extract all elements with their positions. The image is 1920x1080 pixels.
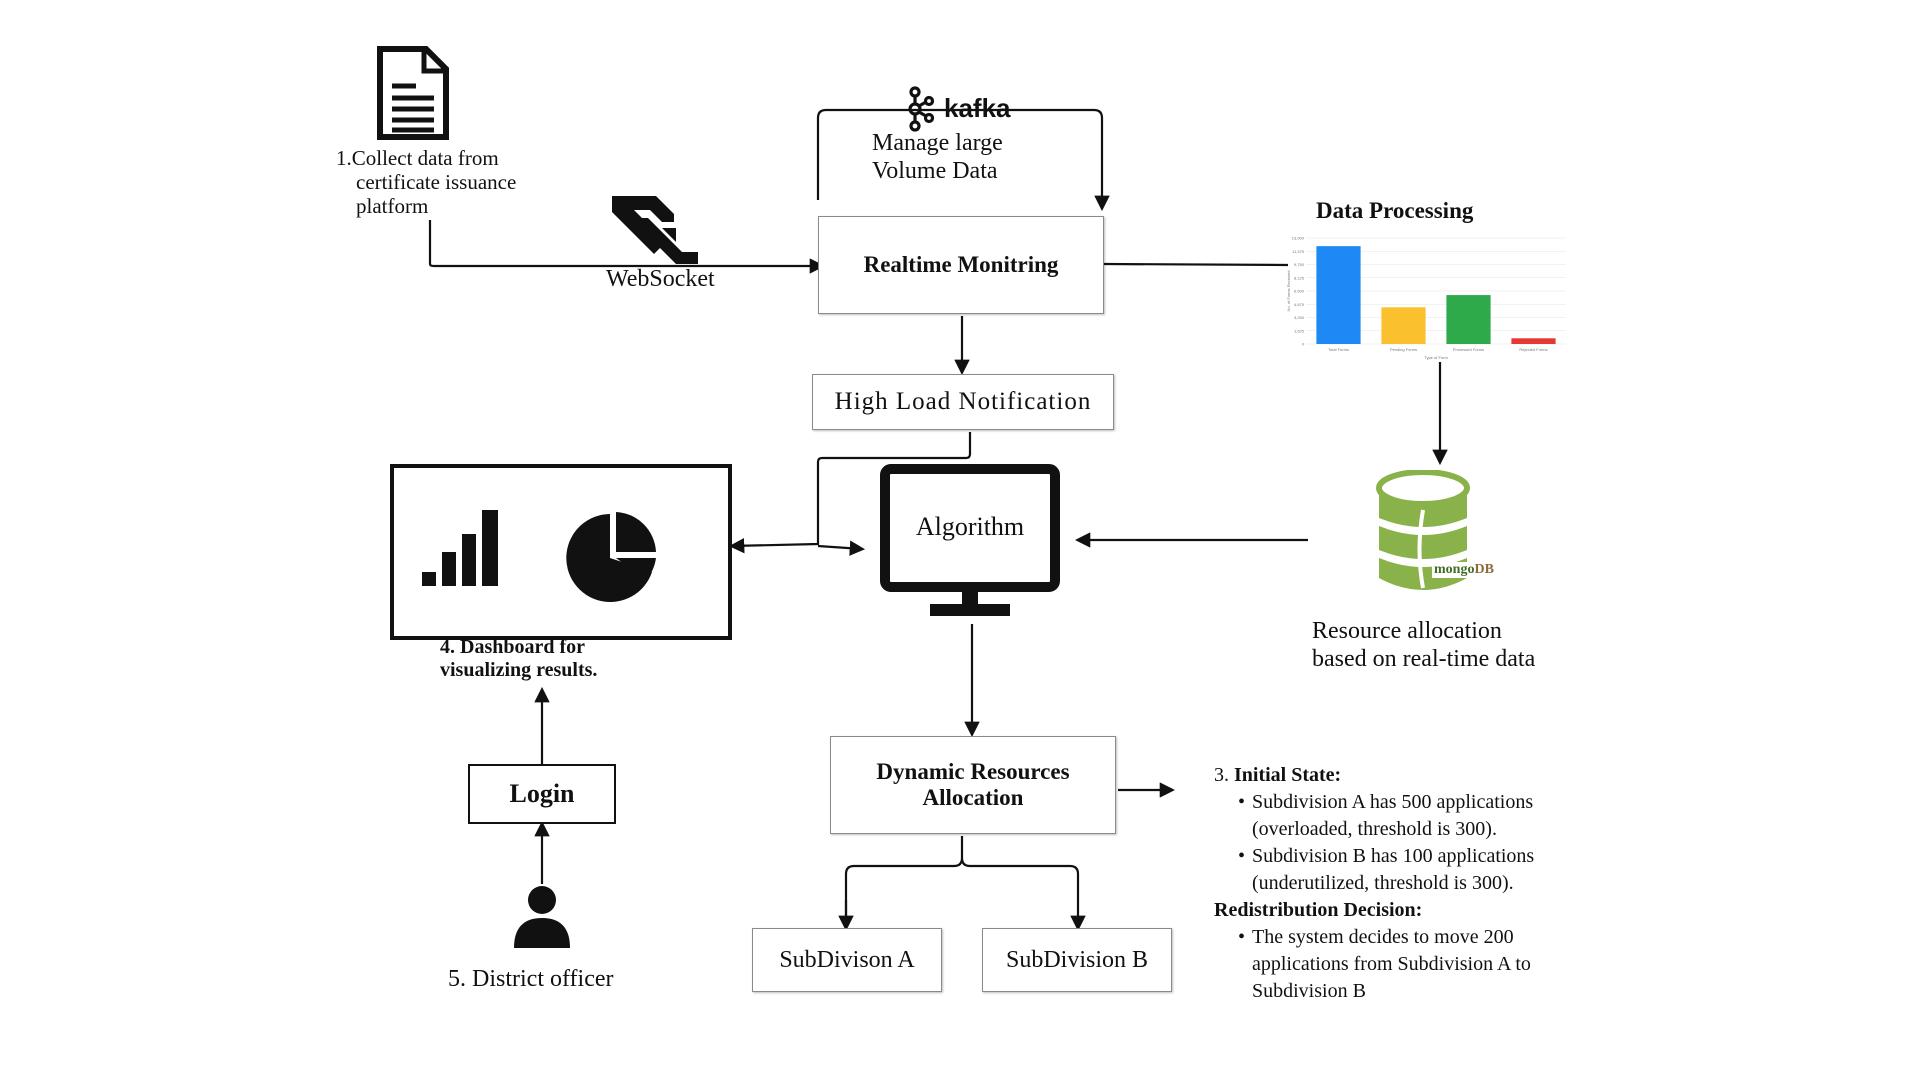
chart-ytick-label: 9,750 [1294, 262, 1305, 267]
district-officer-label: 5. District officer [448, 966, 614, 992]
chart-ytick-label: 1,625 [1294, 328, 1305, 333]
dashboard-caption: 4. Dashboard for visualizing results. [440, 636, 597, 682]
person-icon [514, 886, 570, 948]
chart-xtick-label: Total Forms [1328, 347, 1349, 352]
subdivision-b-box: SubDivision B [982, 928, 1172, 992]
login-box[interactable]: Login [468, 764, 616, 824]
step1-line3: platform [356, 194, 429, 219]
login-label: Login [509, 779, 575, 808]
algorithm-label: Algorithm [915, 512, 1025, 541]
initial-state-bullet-2-line1: Subdivision B has 100 applications [1252, 845, 1535, 867]
chart-ylabel: No. of Forms Received [1286, 271, 1291, 312]
mongodb-logo-text: mongoDB [1432, 562, 1496, 579]
chart-bar [1381, 307, 1426, 344]
kafka-caption-line2: Volume Data [872, 157, 998, 184]
to-algorithm-short-arrow [817, 540, 866, 556]
dynamic-to-subdivisions-branch [844, 836, 1078, 928]
dynamic-resources-box: Dynamic Resources Allocation [830, 736, 1116, 834]
monitoring-to-chart-line [1103, 262, 1289, 267]
realtime-monitoring-label: Realtime Monitring [863, 252, 1059, 277]
pie-chart-icon [566, 512, 656, 602]
kafka-loop-arrow [816, 108, 1110, 212]
chart-bar [1511, 338, 1556, 344]
chart-bar [1316, 246, 1361, 344]
bar-chart-icon [422, 510, 498, 586]
chart-bar [1446, 295, 1491, 344]
data-processing-title: Data Processing [1316, 198, 1474, 223]
highload-to-dashboard-arrow [728, 432, 972, 554]
initial-state-heading: Initial State: [1234, 764, 1342, 786]
chart-ytick-label: 0 [1302, 342, 1305, 347]
step1-label: 1.Collect data from certificate issuance… [336, 146, 516, 218]
dynamic-resources-line2: Allocation [922, 785, 1024, 810]
collect-to-monitoring-arrow [428, 220, 826, 274]
chart-ytick-label: 3,250 [1294, 315, 1305, 320]
subdivision-a-box: SubDivison A [752, 928, 942, 992]
initial-state-bullet-1: Subdivision A has 500 applications (over… [1238, 789, 1634, 843]
redistribution-decision-line1: The system decides to move 200 [1252, 926, 1514, 948]
initial-state-block: 3. Initial State: Subdivision A has 500 … [1214, 762, 1634, 1005]
initial-state-number: 3. [1214, 764, 1229, 786]
initial-state-bullet-2: Subdivision B has 100 applications (unde… [1238, 843, 1634, 897]
initial-state-bullet-1-line1: Subdivision A has 500 applications [1252, 791, 1534, 813]
initial-state-bullets: Subdivision A has 500 applications (over… [1214, 789, 1634, 897]
mongodb-logo-suffix: DB [1474, 562, 1494, 577]
high-load-notification-box: High Load Notification [812, 374, 1114, 430]
resource-allocation-line2: based on real-time data [1312, 645, 1536, 672]
dashboard-caption-line2: visualizing results. [440, 659, 598, 681]
initial-state-bullet-1-line2: (overloaded, threshold is 300). [1252, 818, 1497, 840]
kafka-caption-line1: Manage large [872, 130, 1003, 156]
kafka-brand-label: kafka [944, 93, 1011, 123]
redistribution-decision-line2: applications from Subdivision A to [1252, 953, 1531, 975]
chart-xtick-label: Processed Forms [1453, 347, 1484, 352]
chart-xtick-label: Rejected Forms [1519, 347, 1547, 352]
mongodb-logo-prefix: mongo [1434, 562, 1475, 577]
chart-xlabel: Type of Form [1424, 355, 1448, 360]
initial-state-bullet-2-line2: (underutilized, threshold is 300). [1252, 872, 1514, 894]
dynamic-resources-line1: Dynamic Resources [876, 759, 1070, 784]
chart-xtick-label: Pending Forms [1390, 347, 1417, 352]
resource-allocation-line1: Resource allocation [1312, 618, 1502, 644]
websocket-icon [612, 196, 698, 264]
dashboard-caption-line1: 4. Dashboard for [440, 636, 586, 658]
chart-ytick-label: 13,000 [1292, 236, 1305, 241]
document-icon [377, 46, 449, 140]
chart-ytick-label: 11,375 [1292, 249, 1305, 254]
high-load-notification-label: High Load Notification [834, 388, 1092, 415]
kafka-caption: Manage large Volume Data [872, 130, 1003, 185]
computer-monitor-icon [880, 464, 1060, 616]
websocket-label: WebSocket [606, 266, 715, 292]
step1-line2: certificate issuance [356, 170, 517, 195]
subdivision-b-label: SubDivision B [1005, 946, 1149, 973]
kafka-logo-icon [908, 86, 934, 132]
forms-bar-chart: Total Forms Pending Forms Processed Forms R… [1286, 236, 1566, 360]
chart-ytick-label: 8,125 [1294, 275, 1305, 280]
redistribution-decision-bullets: The system decides to move 200 applicati… [1214, 924, 1634, 1005]
chart-ytick-label: 6,500 [1294, 289, 1305, 294]
redistribution-decision-line3: Subdivision B [1252, 980, 1366, 1002]
redistribution-decision-bullet-1: The system decides to move 200 applicati… [1238, 924, 1634, 1005]
realtime-monitoring-box: Realtime Monitring [818, 216, 1104, 314]
chart-ytick-label: 4,875 [1294, 302, 1305, 307]
step1-line1: Collect data from [351, 146, 499, 170]
subdivision-a-label: SubDivison A [779, 946, 915, 973]
resource-allocation-caption: Resource allocation based on real-time d… [1312, 618, 1535, 673]
step1-number: 1. [336, 146, 352, 170]
redistribution-decision-heading: Redistribution Decision: [1214, 899, 1423, 921]
mongodb-database-icon [1376, 470, 1470, 590]
